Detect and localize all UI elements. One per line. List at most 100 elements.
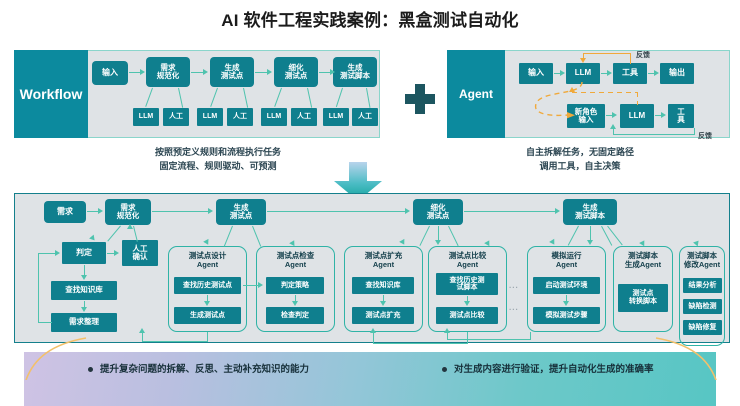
workflow-leaf-llm-3[interactable]: LLM <box>261 108 287 126</box>
pipeline-arrowhead-reqnorm <box>127 224 133 229</box>
agent-arrow-2 <box>601 73 608 75</box>
workflow-leaf-human-4[interactable]: 人工 <box>352 108 378 126</box>
return-loop-arrowhead-3 <box>443 328 450 333</box>
pipeline-node-gen-script[interactable]: 生成测试脚本 <box>563 199 617 225</box>
fan-line-rtp-2 <box>438 226 440 242</box>
agent-node-llm2[interactable]: LLM <box>620 104 654 128</box>
pipeline-arrow-kb-organize <box>84 301 86 308</box>
pipeline-node-gen-tp[interactable]: 生成测试点 <box>216 199 266 225</box>
agent-step-arrowhead-a2 <box>291 301 298 306</box>
pipeline-node-manual-confirm[interactable]: 人工确认 <box>122 240 158 266</box>
workflow-node-refine-tp[interactable]: 细化测试点 <box>274 57 318 87</box>
return-loop-v5 <box>530 332 532 340</box>
pipeline-arrowhead-3 <box>405 208 410 214</box>
agent-step-tp-check-1[interactable]: 判定策略 <box>266 277 324 294</box>
workflow-arrowhead-1 <box>140 69 145 75</box>
workflow-node-input[interactable]: 输入 <box>92 61 128 85</box>
agent-step-tp-expand-1[interactable]: 查找知识库 <box>352 277 414 294</box>
workflow-leaf-llm-4[interactable]: LLM <box>323 108 349 126</box>
workflow-leaf-human-2[interactable]: 人工 <box>227 108 253 126</box>
bullet-dot-icon <box>442 367 447 372</box>
agent-link-1-2 <box>243 285 259 287</box>
pipeline-arrow-4 <box>464 211 556 213</box>
agent-dashed-back-arrowhead <box>568 87 575 92</box>
agent-caption-line1: 自主拆解任务，无固定路径 <box>525 147 634 157</box>
workflow-leaf-llm-2[interactable]: LLM <box>197 108 223 126</box>
pipeline-node-req[interactable]: 需求 <box>44 201 86 223</box>
pipeline-node-search-kb[interactable]: 查找知识库 <box>51 281 117 300</box>
agent-step-tp-check-2[interactable]: 检查判定 <box>266 307 324 324</box>
bullet-text-2: 对生成内容进行验证，提升自动化生成的准确率 <box>454 364 654 375</box>
workflow-node-gen-script[interactable]: 生成测试脚本 <box>333 57 377 87</box>
pipeline-node-refine-tp[interactable]: 细化测试点 <box>413 199 463 225</box>
pipeline-loop-h1 <box>38 322 52 324</box>
pipeline-arrow-judge-manual <box>107 253 115 255</box>
agent-dashed-back-line <box>572 92 638 94</box>
pipeline-node-req-norm[interactable]: 需求规范化 <box>105 199 151 225</box>
workflow-node-req-norm[interactable]: 需求规范化 <box>146 57 190 87</box>
workflow-label: Workflow <box>14 50 88 138</box>
agent-step-script-fix-3[interactable]: 缺陷修复 <box>683 320 722 335</box>
agent-step-arrow-a2 <box>295 295 297 302</box>
return-loop-v4 <box>373 332 375 344</box>
return-loop-v6 <box>447 332 449 340</box>
agent-step-tp-design-2[interactable]: 生成测试点 <box>174 307 241 324</box>
pipeline-node-judge[interactable]: 判定 <box>62 242 106 264</box>
agent-step-tp-design-1[interactable]: 查找历史测试点 <box>174 277 241 294</box>
agent-step-tp-compare-1[interactable]: 查找历史测试脚本 <box>436 273 498 295</box>
agent-step-sim-run-1[interactable]: 启动测试环境 <box>533 277 600 294</box>
pipeline-node-req-organize[interactable]: 需求整理 <box>51 313 117 332</box>
agent-feedback-top-label: 反馈 <box>636 52 650 59</box>
agent-node-llm[interactable]: LLM <box>566 63 600 84</box>
workflow-leaf-human-3[interactable]: 人工 <box>291 108 317 126</box>
pipeline-loop-arrowhead <box>55 250 60 256</box>
return-loop-arrowhead-1 <box>138 328 145 333</box>
agent-arrow-4 <box>606 115 613 117</box>
agent-node-output[interactable]: 输出 <box>660 63 694 84</box>
agent-step-arrowhead-a4 <box>463 301 470 306</box>
agent-step-script-gen-1[interactable]: 测试点转换脚本 <box>618 284 668 312</box>
agent-arrow-1 <box>554 73 561 75</box>
agent-node-input[interactable]: 输入 <box>519 63 553 84</box>
agent-step-tp-compare-2[interactable]: 测试点比较 <box>436 307 498 324</box>
agent-card-script-gen[interactable]: 测试脚本生成Agent <box>613 246 673 332</box>
return-loop-arrowhead-2 <box>369 328 376 333</box>
agent-feedback-bottom-label: 反馈 <box>698 133 712 140</box>
agent-node-new-role-input[interactable]: 新角色输入 <box>567 104 605 128</box>
agent-step-tp-expand-2[interactable]: 测试点扩充 <box>352 307 414 324</box>
workflow-caption: 按照预定义规则和流程执行任务 固定流程、规则驱动、可预测 <box>98 146 338 174</box>
workflow-leaf-human-1[interactable]: 人工 <box>163 108 189 126</box>
agent-step-sim-run-2[interactable]: 模拟测试步骤 <box>533 307 600 324</box>
pipeline-loop-v <box>38 253 40 323</box>
pipeline-arrowhead-2 <box>208 208 213 214</box>
agent-step-arrowhead-a5 <box>562 301 569 306</box>
agent-step-script-fix-1[interactable]: 结果分析 <box>683 278 722 293</box>
fan-arrowhead-rtp-2 <box>434 240 441 245</box>
agent-arrow-3 <box>648 73 655 75</box>
bottom-bullet-2: 对生成内容进行验证，提升自动化生成的准确率 <box>442 363 707 377</box>
plus-icon <box>405 84 435 114</box>
fan-arrowhead-gs-2 <box>586 240 593 245</box>
agent-feedback-top-v1 <box>630 53 632 64</box>
agent-step-arrow-a4 <box>467 296 469 302</box>
agent-arrow-5 <box>655 115 662 117</box>
pipeline-arrow-3 <box>267 211 406 213</box>
workflow-arrow-3 <box>255 72 268 74</box>
bullet-text-1: 提升复杂问题的拆解、反思、主动补充知识的能力 <box>100 364 310 375</box>
agent-node-tool[interactable]: 工具 <box>613 63 647 84</box>
workflow-node-gen-tp[interactable]: 生成测试点 <box>210 57 254 87</box>
agent-caption: 自主拆解任务，无固定路径 调用工具，自主决策 <box>455 146 705 174</box>
agent-node-tool2[interactable]: 工具 <box>668 104 694 128</box>
workflow-leaf-llm-1[interactable]: LLM <box>133 108 159 126</box>
agent-step-script-fix-2[interactable]: 缺陷检测 <box>683 299 722 314</box>
